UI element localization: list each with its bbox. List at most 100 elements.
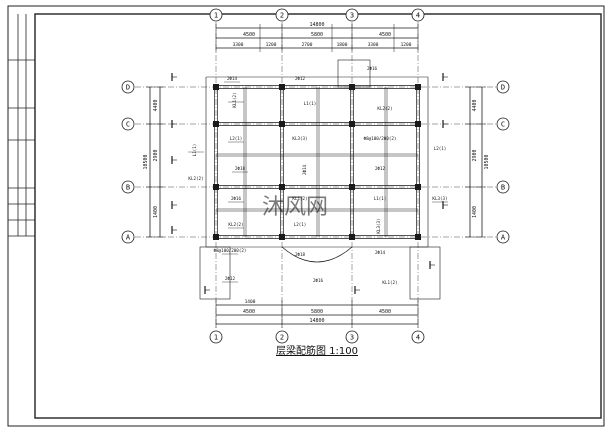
axis-bubble-left: [121, 117, 135, 131]
drawing-title: 层梁配筋图 1:100: [276, 344, 358, 357]
axis-bubble-top: [209, 8, 223, 22]
beam-annotation: 2Ф12: [375, 166, 386, 171]
balcony-right: [409, 246, 441, 300]
dim-text-top-sub: 3300: [368, 42, 379, 48]
column: [349, 184, 355, 190]
axis-label-bottom: 2: [280, 334, 284, 342]
beam-annotation: KL1(2): [232, 92, 237, 107]
axis-bubble-bottom: [345, 330, 359, 344]
column: [415, 234, 421, 240]
sheet-border: [7, 5, 605, 427]
dim-text-top-total: 14800: [309, 22, 324, 28]
axis-label-left: A: [126, 234, 131, 242]
beam-annotation: L1(1): [192, 144, 197, 157]
beam-annotation: L2(1): [434, 146, 447, 151]
drawing-frame: [34, 13, 602, 419]
beam-annotation: Ф8@100/200(2): [364, 136, 397, 141]
beam-annotation: KL2(2): [188, 176, 203, 181]
axis-label-right: C: [501, 121, 505, 129]
column: [415, 84, 421, 90]
title-block: [8, 14, 35, 237]
column: [213, 84, 219, 90]
dim-text-bottom-total: 14800: [309, 318, 324, 324]
column: [279, 84, 285, 90]
axis-label-right: B: [501, 184, 505, 192]
beam-annotation: KL2(2): [377, 106, 392, 111]
beam-annotation: KL1(2): [292, 196, 307, 201]
column: [213, 234, 219, 240]
beam-annotation: 2Ф12: [225, 276, 236, 281]
dim-text-bottom-bay: 4500: [379, 309, 391, 315]
beam-annotation: 2Ф14: [302, 164, 307, 175]
beam-annotation: KL2(2): [228, 222, 243, 227]
watermark-text: 沐风网: [262, 195, 328, 220]
beam-annotation: L1(1): [304, 101, 317, 106]
axis-label-left: B: [126, 184, 130, 192]
axis-label-bottom: 4: [416, 334, 420, 342]
axis-label-left: C: [126, 121, 130, 129]
axis-bubble-top: [275, 8, 289, 22]
axis-label-top: 2: [280, 12, 284, 20]
column: [415, 121, 421, 127]
dim-text-right-total: 10500: [484, 154, 490, 169]
dim-text-bottom-bay: 5800: [311, 309, 323, 315]
dim-text-top-bay: 4500: [243, 32, 255, 38]
column: [279, 121, 285, 127]
dim-text-top-sub: 3300: [233, 42, 244, 48]
column: [349, 234, 355, 240]
dim-text-left-bay: 1400: [153, 206, 159, 218]
dim-text-bottom-sub: 1400: [245, 299, 256, 305]
beam-annotation: 2Ф16: [231, 196, 242, 201]
beam-annotation: 2Ф14: [375, 250, 386, 255]
axis-bubble-left: [121, 230, 135, 244]
axis-label-bottom: 1: [214, 334, 218, 342]
beam-annotation: 2Ф14: [227, 76, 238, 81]
dim-text-right-bay: 1400: [472, 206, 478, 218]
dim-text-right-bay: 2900: [472, 149, 478, 161]
beam-annotation: 2Ф12: [295, 76, 306, 81]
axis-bubble-bottom: [411, 330, 425, 344]
dim-text-top-sub: 2700: [302, 42, 313, 48]
beam-annotation: KL3(3): [376, 218, 381, 233]
beam-annotation: L2(1): [294, 222, 307, 227]
balcony-left: [199, 246, 231, 300]
beam-annotation: L2(1): [230, 136, 243, 141]
axis-label-top: 4: [416, 12, 420, 20]
dim-text-left-total: 10500: [143, 154, 149, 169]
beam-annotation: Ф8@100/200(2): [214, 248, 247, 253]
curved-balcony: [281, 246, 353, 263]
dim-text-left-bay: 2900: [153, 149, 159, 161]
column: [213, 121, 219, 127]
beam-annotation: L1(1): [374, 196, 387, 201]
axis-bubble-right: [496, 117, 510, 131]
column: [213, 184, 219, 190]
dim-text-top-bay: 5800: [311, 32, 323, 38]
dim-text-right-bay: 4400: [472, 99, 478, 111]
axis-bubble-right: [496, 80, 510, 94]
axis-bubble-bottom: [275, 330, 289, 344]
axis-label-right: D: [501, 84, 505, 92]
axis-label-right: A: [501, 234, 506, 242]
column: [279, 184, 285, 190]
dim-text-top-sub: 1200: [266, 42, 277, 48]
beam-annotation: 2Ф18: [235, 166, 246, 171]
axis-bubble-left: [121, 80, 135, 94]
axis-label-bottom: 3: [350, 334, 354, 342]
dim-text-left-bay: 4400: [153, 99, 159, 111]
axis-bubble-left: [121, 180, 135, 194]
dim-text-top-sub: 1800: [337, 42, 348, 48]
axis-bubble-right: [496, 230, 510, 244]
dim-text-bottom-bay: 4500: [243, 309, 255, 315]
axis-bubble-top: [411, 8, 425, 22]
beam-annotation: 2Ф16: [367, 66, 378, 71]
beam-annotation: KL3(3): [432, 196, 447, 201]
axis-bubble-bottom: [209, 330, 223, 344]
column: [279, 234, 285, 240]
beam-annotation: KL3(3): [292, 136, 307, 141]
beam-annotation: KL1(2): [382, 280, 397, 285]
axis-label-left: D: [126, 84, 130, 92]
dim-text-top-bay: 4500: [379, 32, 391, 38]
beam-annotation: 2Ф18: [295, 252, 306, 257]
